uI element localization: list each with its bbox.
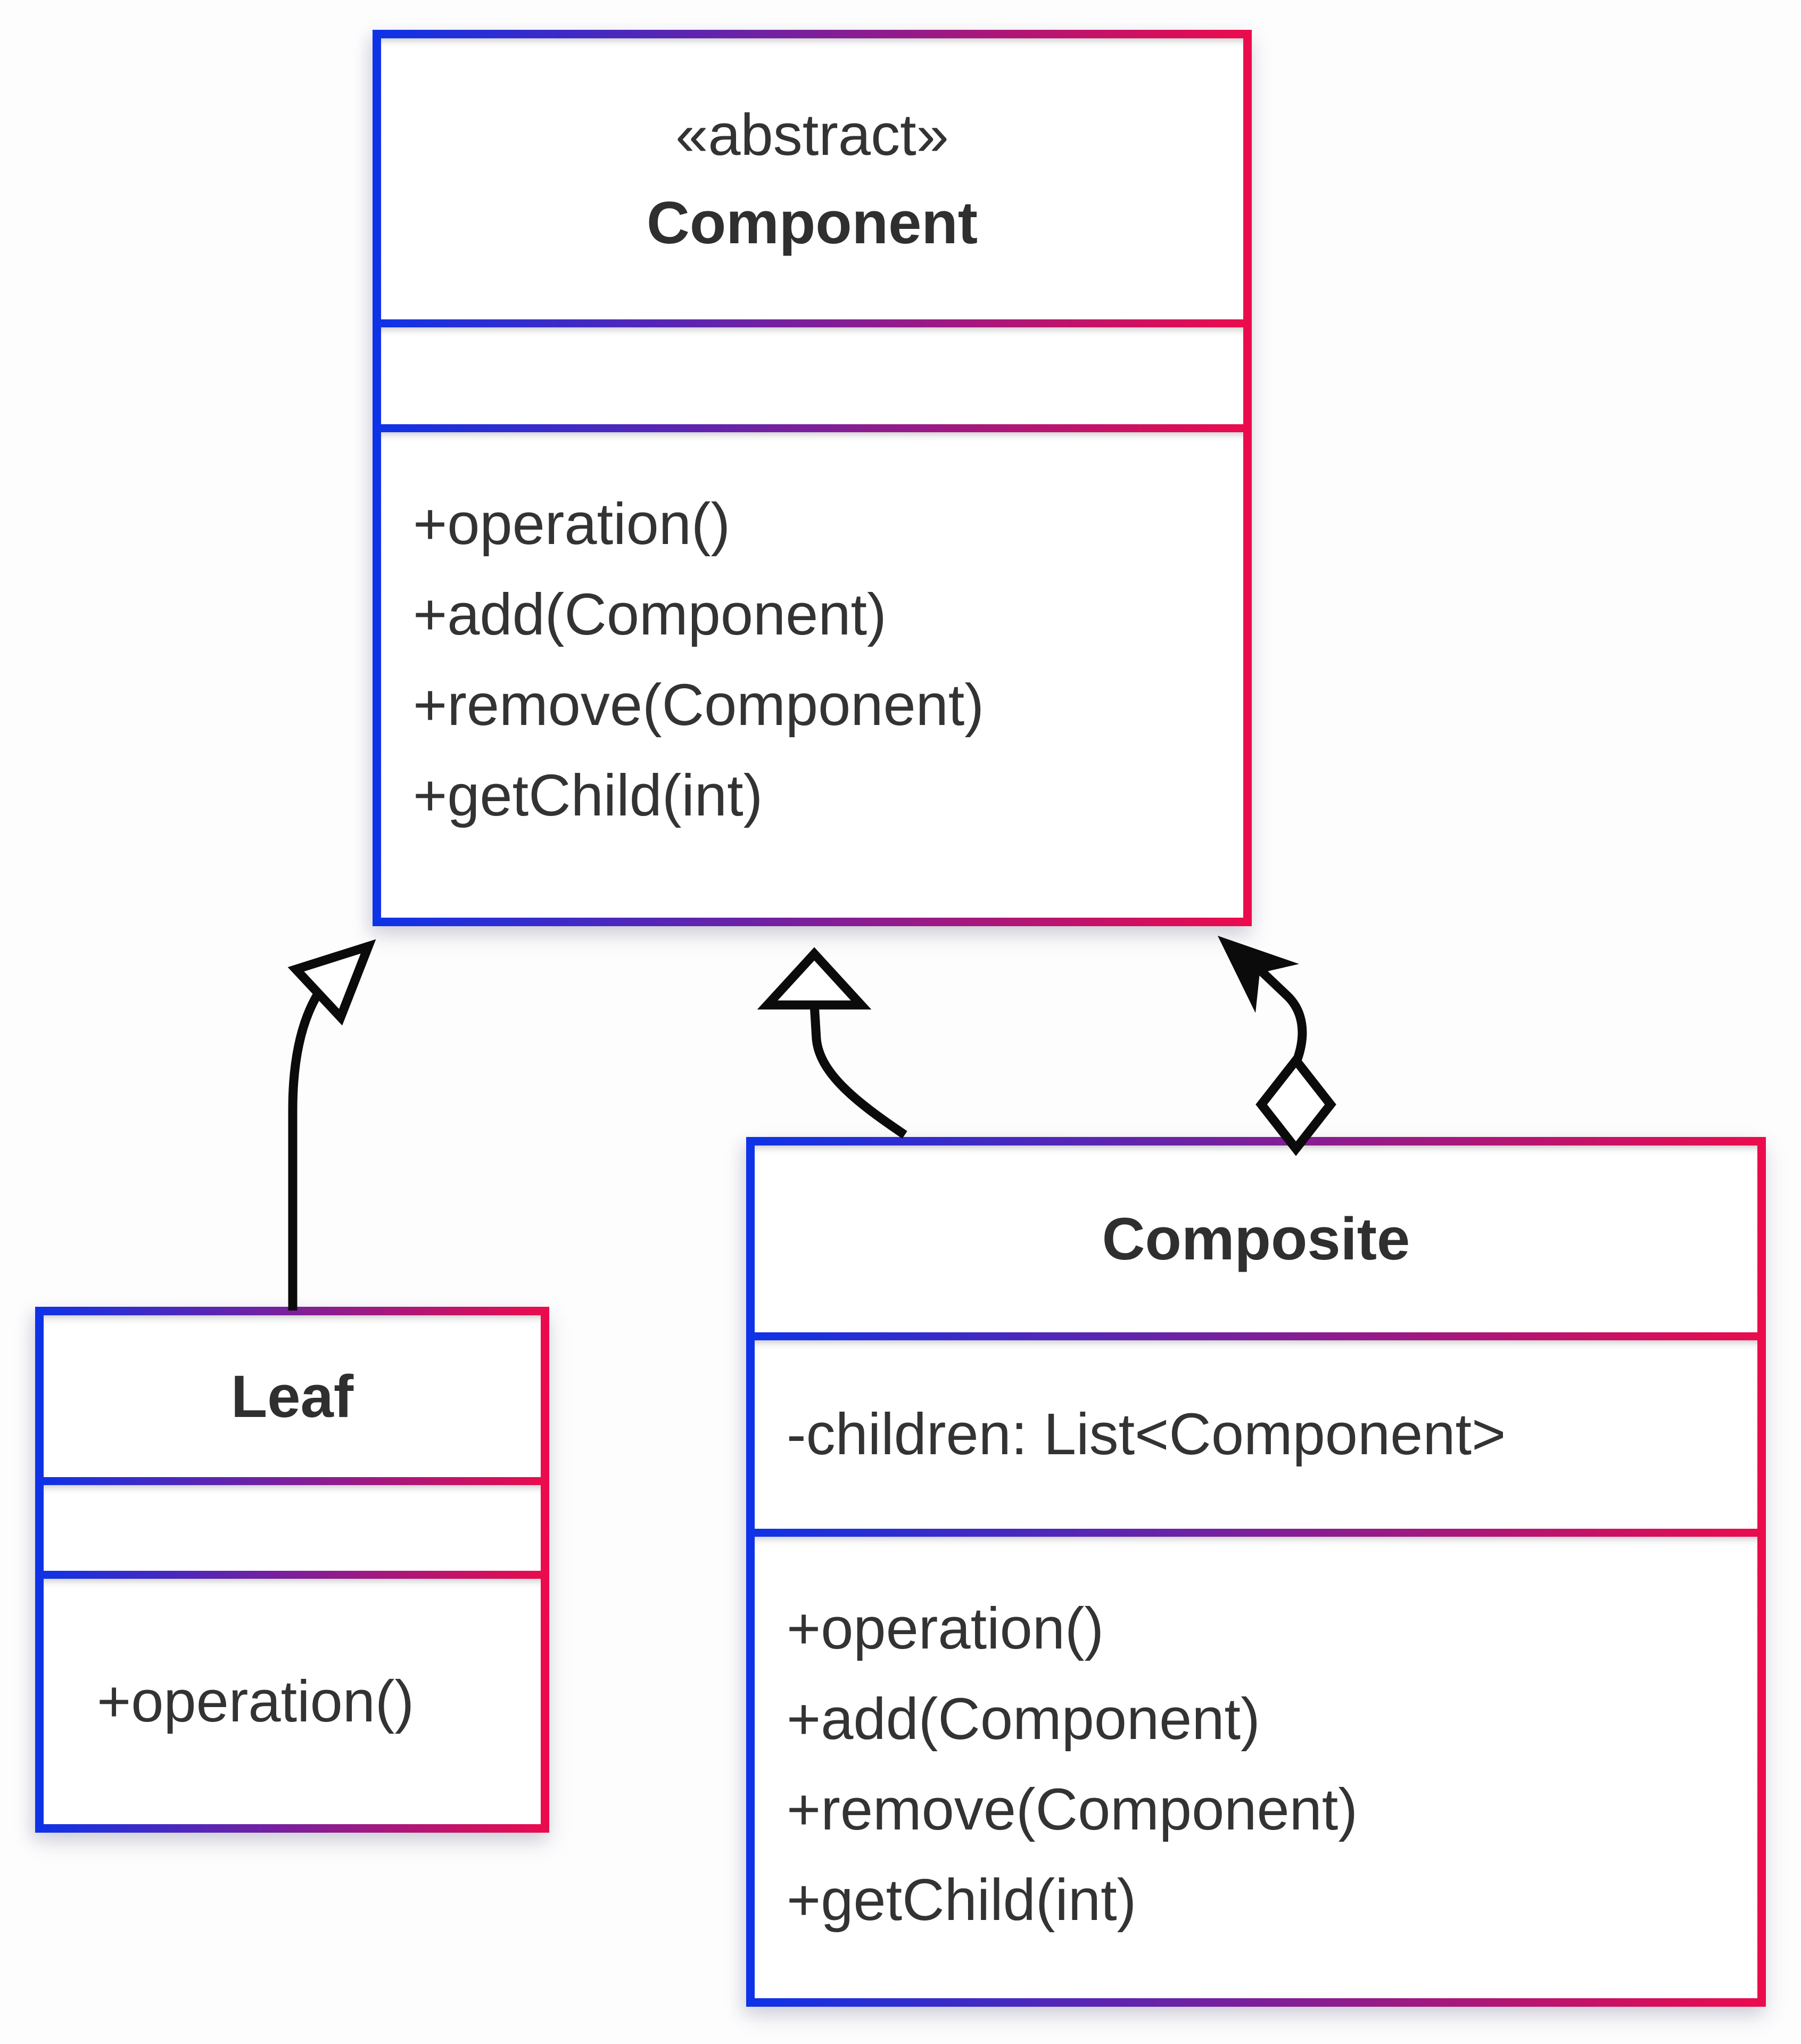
hollow-diamond-icon	[1255, 1053, 1336, 1156]
composite-methods-compartment: +operation() +add(Component) +remove(Com…	[755, 1537, 1757, 1998]
method-item: +getChild(int)	[413, 763, 763, 828]
generalization-leaf-to-component[interactable]	[287, 939, 376, 1311]
solid-arrowhead-icon	[1218, 936, 1299, 1013]
class-box-component[interactable]: «abstract» Component +operation() +add(C…	[373, 30, 1252, 926]
composite-class-name: Composite	[1102, 1206, 1410, 1272]
leaf-methods-compartment: +operation()	[44, 1579, 541, 1824]
class-box-composite[interactable]: Composite -children: List<Component> +op…	[746, 1137, 1766, 2007]
leaf-attributes-compartment	[44, 1485, 541, 1571]
generalization-composite-to-component[interactable]	[757, 947, 907, 1139]
method-item: +remove(Component)	[413, 672, 984, 738]
hollow-triangle-arrowhead-icon	[287, 939, 376, 1026]
leaf-header-compartment: Leaf	[44, 1315, 541, 1477]
generalization-edge-line	[809, 1003, 907, 1139]
method-item: +getChild(int)	[787, 1867, 1137, 1933]
composite-attributes-compartment: -children: List<Component>	[755, 1340, 1757, 1529]
class-box-leaf[interactable]: Leaf +operation()	[35, 1307, 549, 1833]
method-item: +operation()	[787, 1596, 1104, 1661]
component-class-name: Component	[646, 189, 978, 256]
hollow-triangle-arrowhead-icon	[757, 947, 872, 1010]
composite-header-compartment: Composite	[755, 1145, 1757, 1332]
method-item: +operation()	[97, 1668, 415, 1734]
attribute-item: -children: List<Component>	[787, 1402, 1506, 1467]
method-item: +add(Component)	[787, 1686, 1260, 1752]
component-header-compartment: «abstract» Component	[381, 38, 1243, 319]
method-item: +add(Component)	[413, 582, 887, 647]
component-attributes-compartment	[381, 327, 1243, 424]
aggregation-composite-children-of-component[interactable]	[1218, 936, 1336, 1156]
aggregation-edge-line	[1253, 962, 1307, 1062]
leaf-class-name: Leaf	[230, 1363, 354, 1430]
component-stereotype: «abstract»	[675, 102, 949, 168]
generalization-edge-line	[288, 991, 323, 1311]
component-methods-compartment: +operation() +add(Component) +remove(Com…	[381, 432, 1243, 918]
method-item: +remove(Component)	[787, 1777, 1358, 1842]
method-item: +operation()	[413, 491, 731, 557]
